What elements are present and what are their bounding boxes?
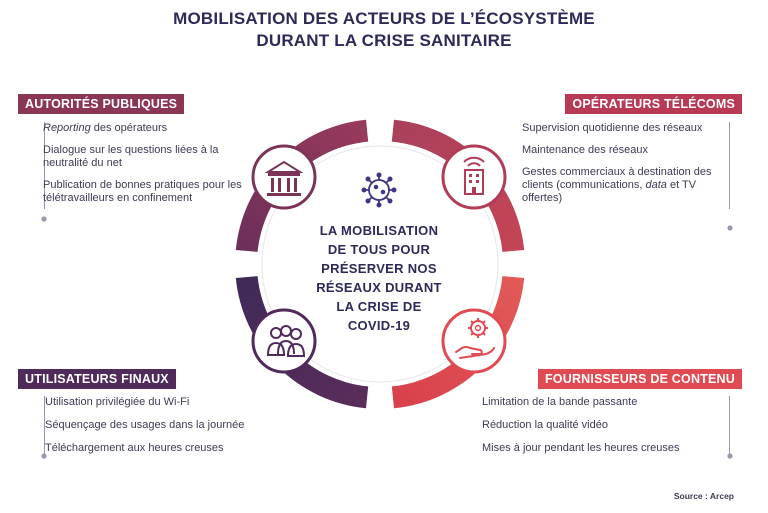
list-item: Publication de bonnes pratiques pour les… [43,179,243,205]
item-text: Gestes commerciaux à destination des cli… [522,166,712,191]
list-item: Téléchargement aux heures creuses [45,442,295,455]
authorities-label: AUTORITÉS PUBLIQUES [18,94,185,114]
item-text: Supervision quotidienne des réseaux [522,122,703,134]
antenna-building-icon [441,144,507,210]
title-line-2: DURANT LA CRISE SANITAIRE [256,31,512,50]
page-title: MOBILISATION DES ACTEURS DE L’ÉCOSYSTÈME… [0,8,768,52]
providers-label: FOURNISSEURS DE CONTENU [537,369,742,389]
hand-gear-icon [441,308,507,374]
list-item: Réduction la qualité vidéo [482,419,722,432]
list-item: Dialogue sur les questions liées à la ne… [43,144,243,170]
center-line-4: RÉSEAUX DURANT [316,280,442,295]
virus-icon [361,172,397,208]
item-emphasis: Reporting [43,122,91,134]
item-text: des opérateurs [90,122,168,134]
list-item: Utilisation privilégiée du Wi-Fi [45,396,295,409]
users-label: UTILISATEURS FINAUX [18,369,176,389]
list-item: Supervision quotidienne des réseaux [522,122,722,135]
item-text: Réduction la qualité vidéo [482,419,608,431]
operators-actions-list: Supervision quotidienne des réseaux Main… [522,122,730,209]
source-note: Source : Arcep [673,491,734,501]
center-line-2: DE TOUS POUR [327,242,431,257]
list-item: Gestes commerciaux à destination des cli… [522,166,722,205]
list-item: Mises à jour pendant les heures creuses [482,442,722,455]
users-actions-list: Utilisation privilégiée du Wi-Fi Séquenç… [44,396,295,457]
item-text: Limitation de la bande passante [482,396,638,408]
item-text: Publication de bonnes pratiques pour les… [43,179,242,204]
list-item: Séquençage des usages dans la journée [45,419,295,432]
title-line-1: MOBILISATION DES ACTEURS DE L’ÉCOSYSTÈME [173,9,595,28]
center-message: LA MOBILISATION DE TOUS POUR PRÉSERVER N… [288,221,470,335]
list-item: Maintenance des réseaux [522,144,722,157]
list-item: Reporting des opérateurs [43,122,243,135]
authorities-actions-list: Reporting des opérateurs Dialogue sur le… [43,122,245,209]
center-line-6: COVID-19 [347,318,411,333]
center-line-1: LA MOBILISATION [319,223,439,238]
item-emphasis: data [645,179,667,191]
operators-label: OPÉRATEURS TÉLÉCOMS [565,94,742,114]
item-text-tail: et TV offertes) [522,179,697,204]
government-building-icon [251,144,317,210]
item-text: Dialogue sur les questions liées à la ne… [43,144,219,169]
item-text: Séquençage des usages dans la journée [45,419,245,431]
center-line-5: LA CRISE DE [336,299,422,314]
center-line-3: PRÉSERVER NOS [321,261,437,276]
item-text: Téléchargement aux heures creuses [45,442,224,454]
users-group-icon [251,308,317,374]
item-text: Mises à jour pendant les heures creuses [482,442,680,454]
item-text: Maintenance des réseaux [522,144,648,156]
item-text: Utilisation privilégiée du Wi-Fi [45,396,190,408]
list-item: Limitation de la bande passante [482,396,722,409]
providers-actions-list: Limitation de la bande passante Réductio… [482,396,730,457]
